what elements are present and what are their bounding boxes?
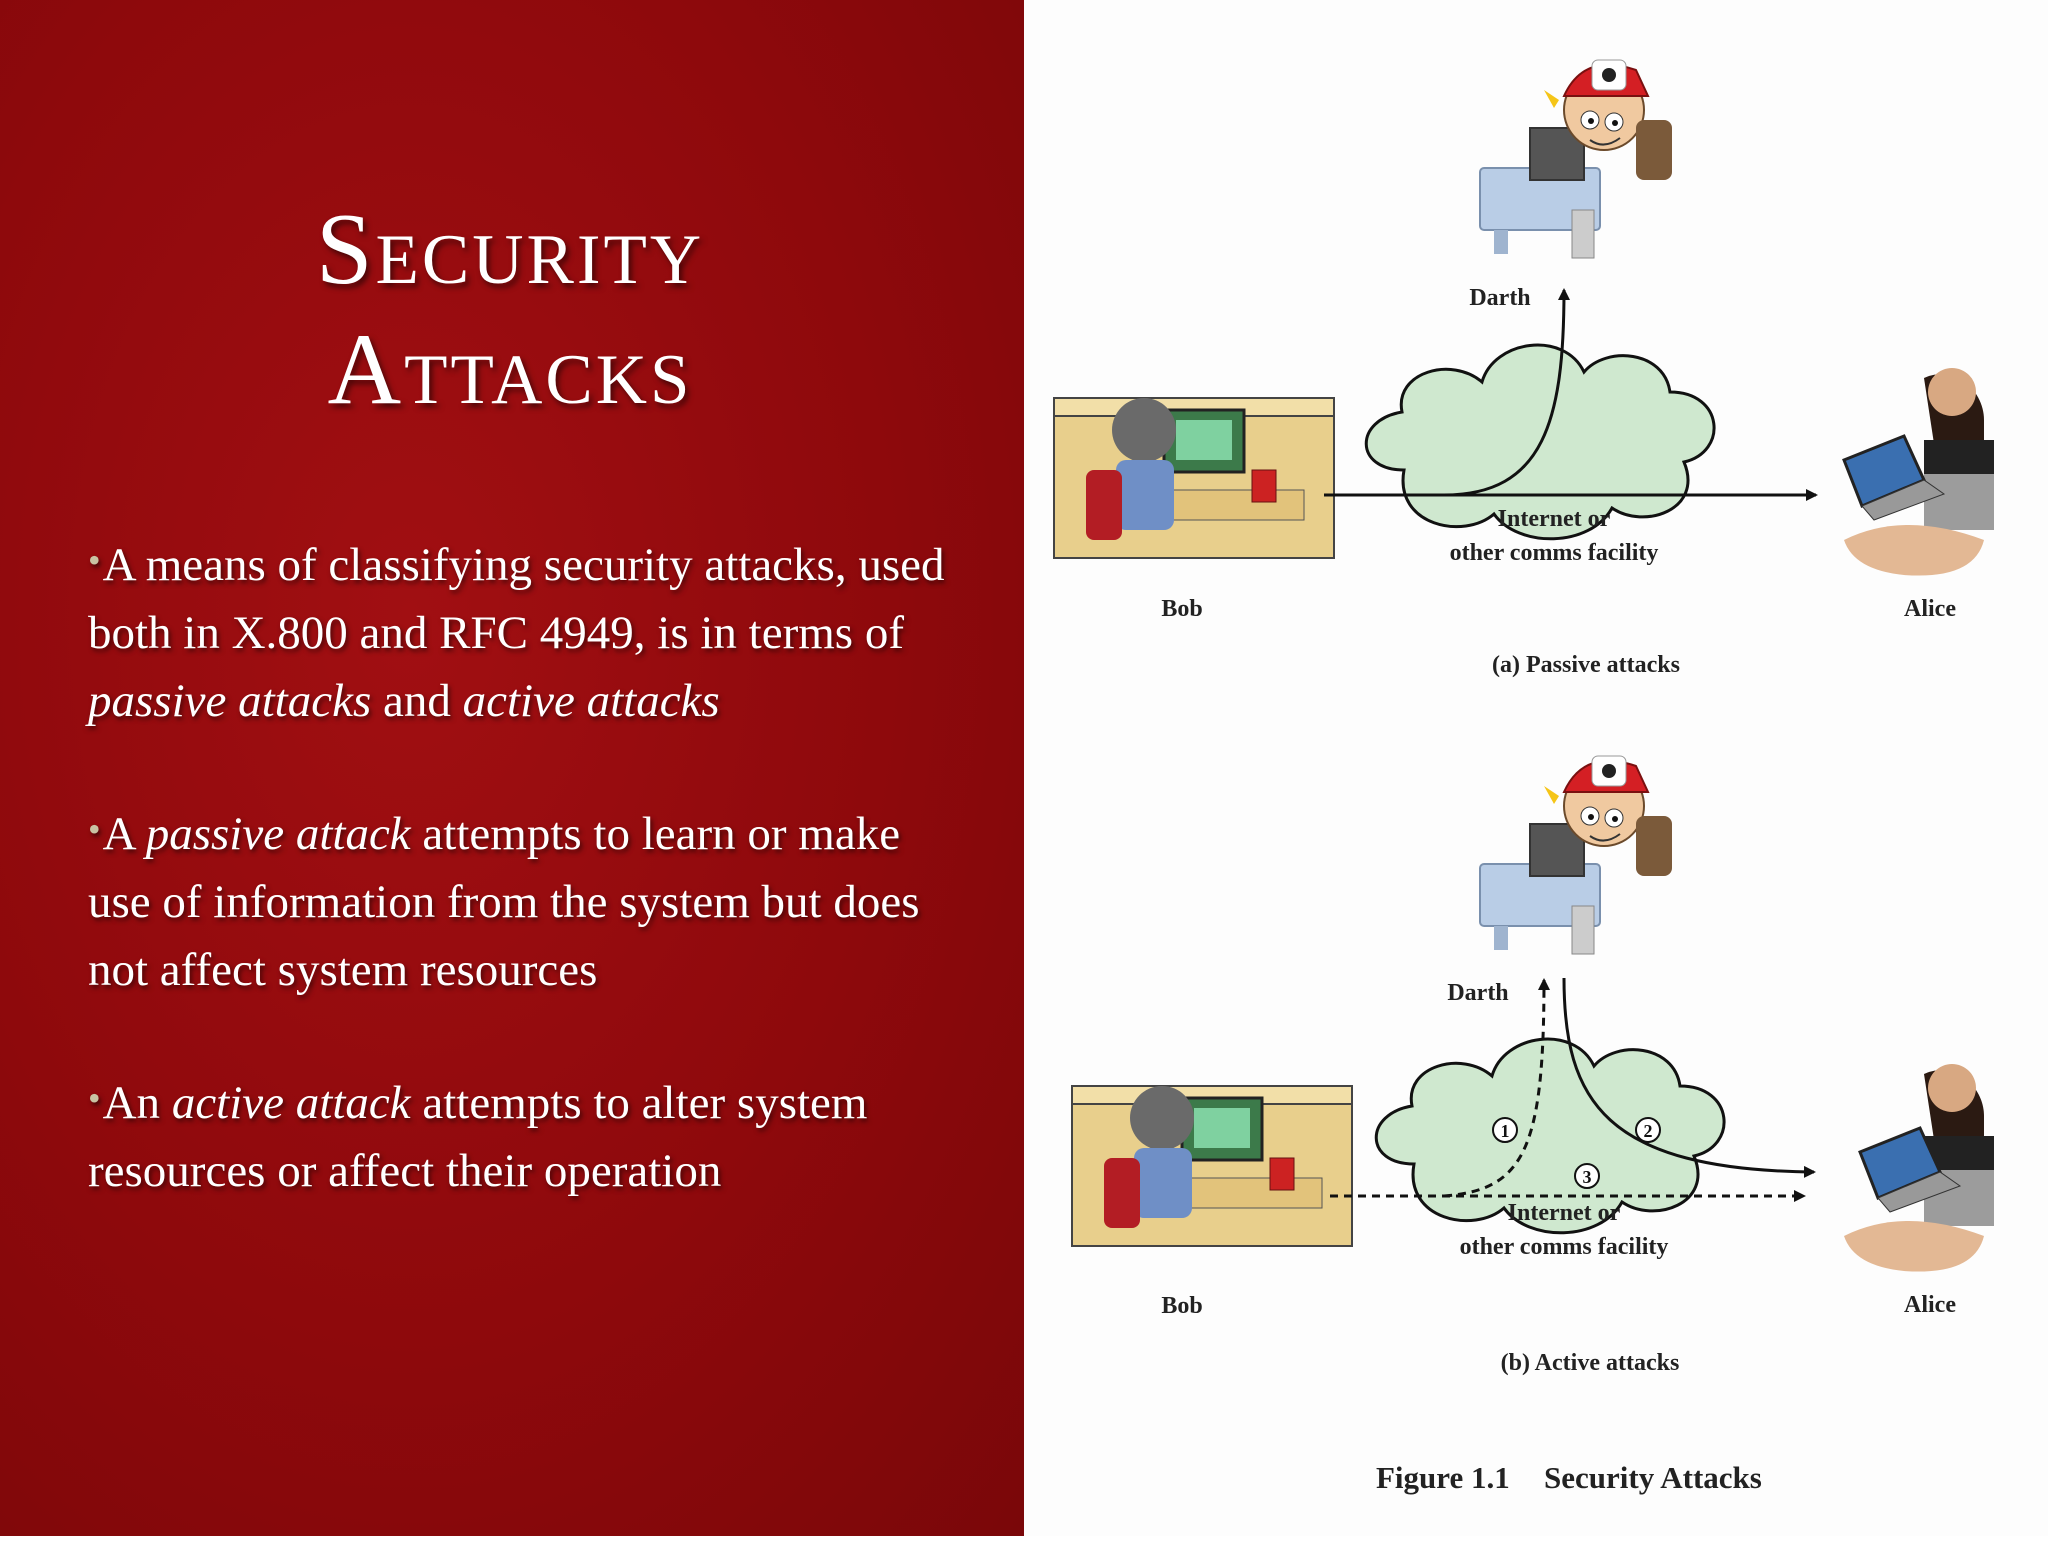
bullet-text: A means of classifying security attacks,…: [88, 539, 945, 659]
alice-label-active: Alice: [1904, 1292, 1956, 1318]
caption-active: (b) Active attacks: [1501, 1350, 1680, 1376]
bob-label-passive: Bob: [1161, 596, 1202, 622]
bullet-text: and: [371, 675, 463, 727]
bullet-emphasis: active attack: [171, 1077, 411, 1129]
bullet-dot-icon: •: [88, 1078, 101, 1118]
bullet-text: A: [102, 808, 146, 860]
marker-3: 3: [1574, 1163, 1600, 1189]
title-line-2: Attacks: [327, 313, 693, 426]
bullet-text: An: [102, 1077, 172, 1129]
cloud-label-line2-active: other comms facility: [1460, 1234, 1669, 1260]
cloud-label-line1-passive: Internet or: [1498, 506, 1611, 532]
marker-3-label: 3: [1583, 1167, 1592, 1187]
cloud-label-line1-active: Internet or: [1508, 1200, 1621, 1226]
slide-text-panel: Security Attacks •A means of classifying…: [0, 0, 1024, 1536]
alice-figure-active: [1844, 1064, 1994, 1272]
bob-figure-passive: [1053, 397, 1335, 559]
injection-arrow-2: [1562, 977, 1816, 1178]
marker-1: 1: [1492, 1117, 1518, 1143]
bullet-text: attempts to alter system resources or af…: [88, 1077, 868, 1197]
bullet-item: •A passive attack attempts to learn or m…: [88, 795, 948, 1004]
marker-2-label: 2: [1644, 1121, 1653, 1141]
bullet-emphasis: passive attacks: [88, 675, 372, 727]
bob-figure-active: [1071, 1085, 1353, 1247]
bullet-text: attempts to learn or make use of informa…: [88, 808, 920, 996]
title-line-1: Security: [315, 193, 705, 306]
network-cloud-active: [1374, 1037, 1726, 1235]
bullet-dot-icon: •: [88, 809, 101, 849]
figure-caption-title: Security Attacks: [1544, 1460, 1762, 1495]
alice-figure-passive: [1842, 368, 1994, 576]
bullet-dot-icon: •: [88, 540, 101, 580]
intercept-arrow-passive: [1443, 288, 1570, 497]
active-diagram: Darth Internet or other comms facility B…: [1071, 755, 1994, 1376]
marker-1-label: 1: [1501, 1121, 1510, 1141]
bullet-list: •A means of classifying security attacks…: [88, 526, 948, 1265]
security-attacks-figure: Darth Internet or other comms facility B…: [1053, 59, 1994, 1495]
figure-caption-number: Figure 1.1: [1376, 1460, 1510, 1495]
caption-passive: (a) Passive attacks: [1492, 652, 1680, 678]
darth-figure-active: [1479, 755, 1672, 955]
slide-title: Security Attacks: [100, 190, 920, 430]
darth-label-active: Darth: [1447, 980, 1508, 1006]
marker-2: 2: [1635, 1117, 1661, 1143]
alice-label-passive: Alice: [1904, 596, 1956, 622]
bullet-emphasis: active attacks: [462, 675, 720, 727]
figure-caption: Figure 1.1 Security Attacks: [1376, 1460, 1762, 1495]
interception-arrow-1: [1443, 978, 1550, 1198]
passive-diagram: Darth Internet or other comms facility B…: [1053, 59, 1994, 678]
bullet-item: •An active attack attempts to alter syst…: [88, 1064, 948, 1205]
darth-label-passive: Darth: [1469, 285, 1530, 311]
cloud-label-line2-passive: other comms facility: [1450, 540, 1659, 566]
bullet-item: •A means of classifying security attacks…: [88, 526, 948, 735]
figure-panel: Darth Internet or other comms facility B…: [1024, 0, 2048, 1536]
bob-label-active: Bob: [1161, 1293, 1202, 1319]
darth-figure-passive: [1479, 59, 1672, 259]
bullet-emphasis: passive attack: [145, 808, 411, 860]
